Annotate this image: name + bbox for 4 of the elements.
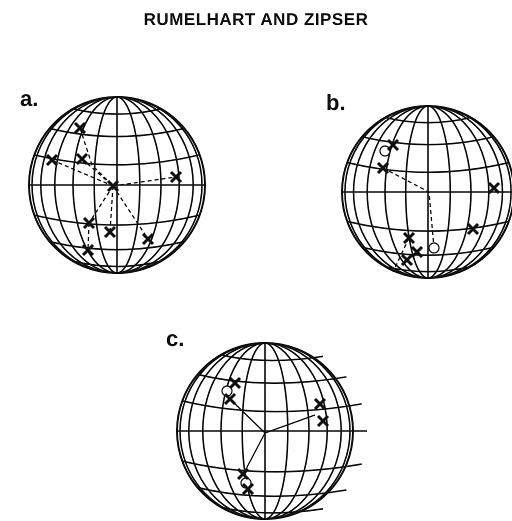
page-header: RUMELHART AND ZIPSER — [142, 10, 370, 30]
panel-label: c. — [166, 328, 184, 350]
panel-label: a. — [20, 88, 38, 110]
panel-label: b. — [326, 92, 346, 114]
